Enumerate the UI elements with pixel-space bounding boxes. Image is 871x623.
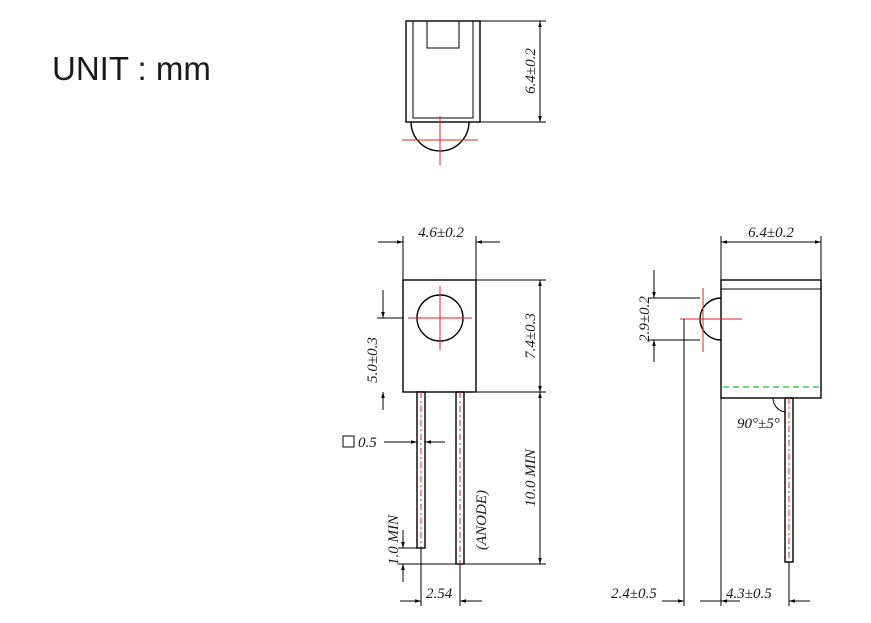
angle-dim: 90°±5°: [737, 416, 780, 432]
side-offset-dim: 2.4±0.5: [611, 586, 657, 602]
side-view: 6.4±0.2 2.9±0.2 2.4±0.5 4.3±0.5 90°±5°: [611, 225, 822, 606]
pitch-dim: 2.54: [426, 586, 453, 602]
front-view: 4.6±0.2 7.4±0.3 10.0 MIN 5.0±0.3 0.5: [342, 225, 546, 606]
lead-length-dim: 10.0 MIN: [523, 448, 539, 506]
side-lead-pos-dim: 4.3±0.5: [726, 586, 772, 602]
top-view-body: [405, 20, 481, 123]
top-height-dim: 6.4±0.2: [523, 48, 539, 94]
lead-offset-dim-label: 1.0 MIN: [386, 514, 402, 565]
side-view-body: [720, 279, 822, 399]
side-lens-dim: 2.9±0.2: [637, 296, 653, 342]
front-width-dim: 4.6±0.2: [418, 225, 464, 241]
front-body-height-dim: 7.4±0.3: [523, 313, 539, 359]
unit-label: UNIT : mm: [52, 50, 211, 87]
side-width-dim: 6.4±0.2: [748, 225, 794, 241]
lead-square-dim: 0.5: [358, 435, 377, 451]
front-view-body: [402, 279, 477, 393]
lens-center-dim: 5.0±0.3: [365, 337, 381, 383]
anode-label: (ANODE): [474, 490, 490, 550]
square-symbol-icon: [342, 435, 355, 448]
top-view: 6.4±0.2: [402, 20, 546, 165]
